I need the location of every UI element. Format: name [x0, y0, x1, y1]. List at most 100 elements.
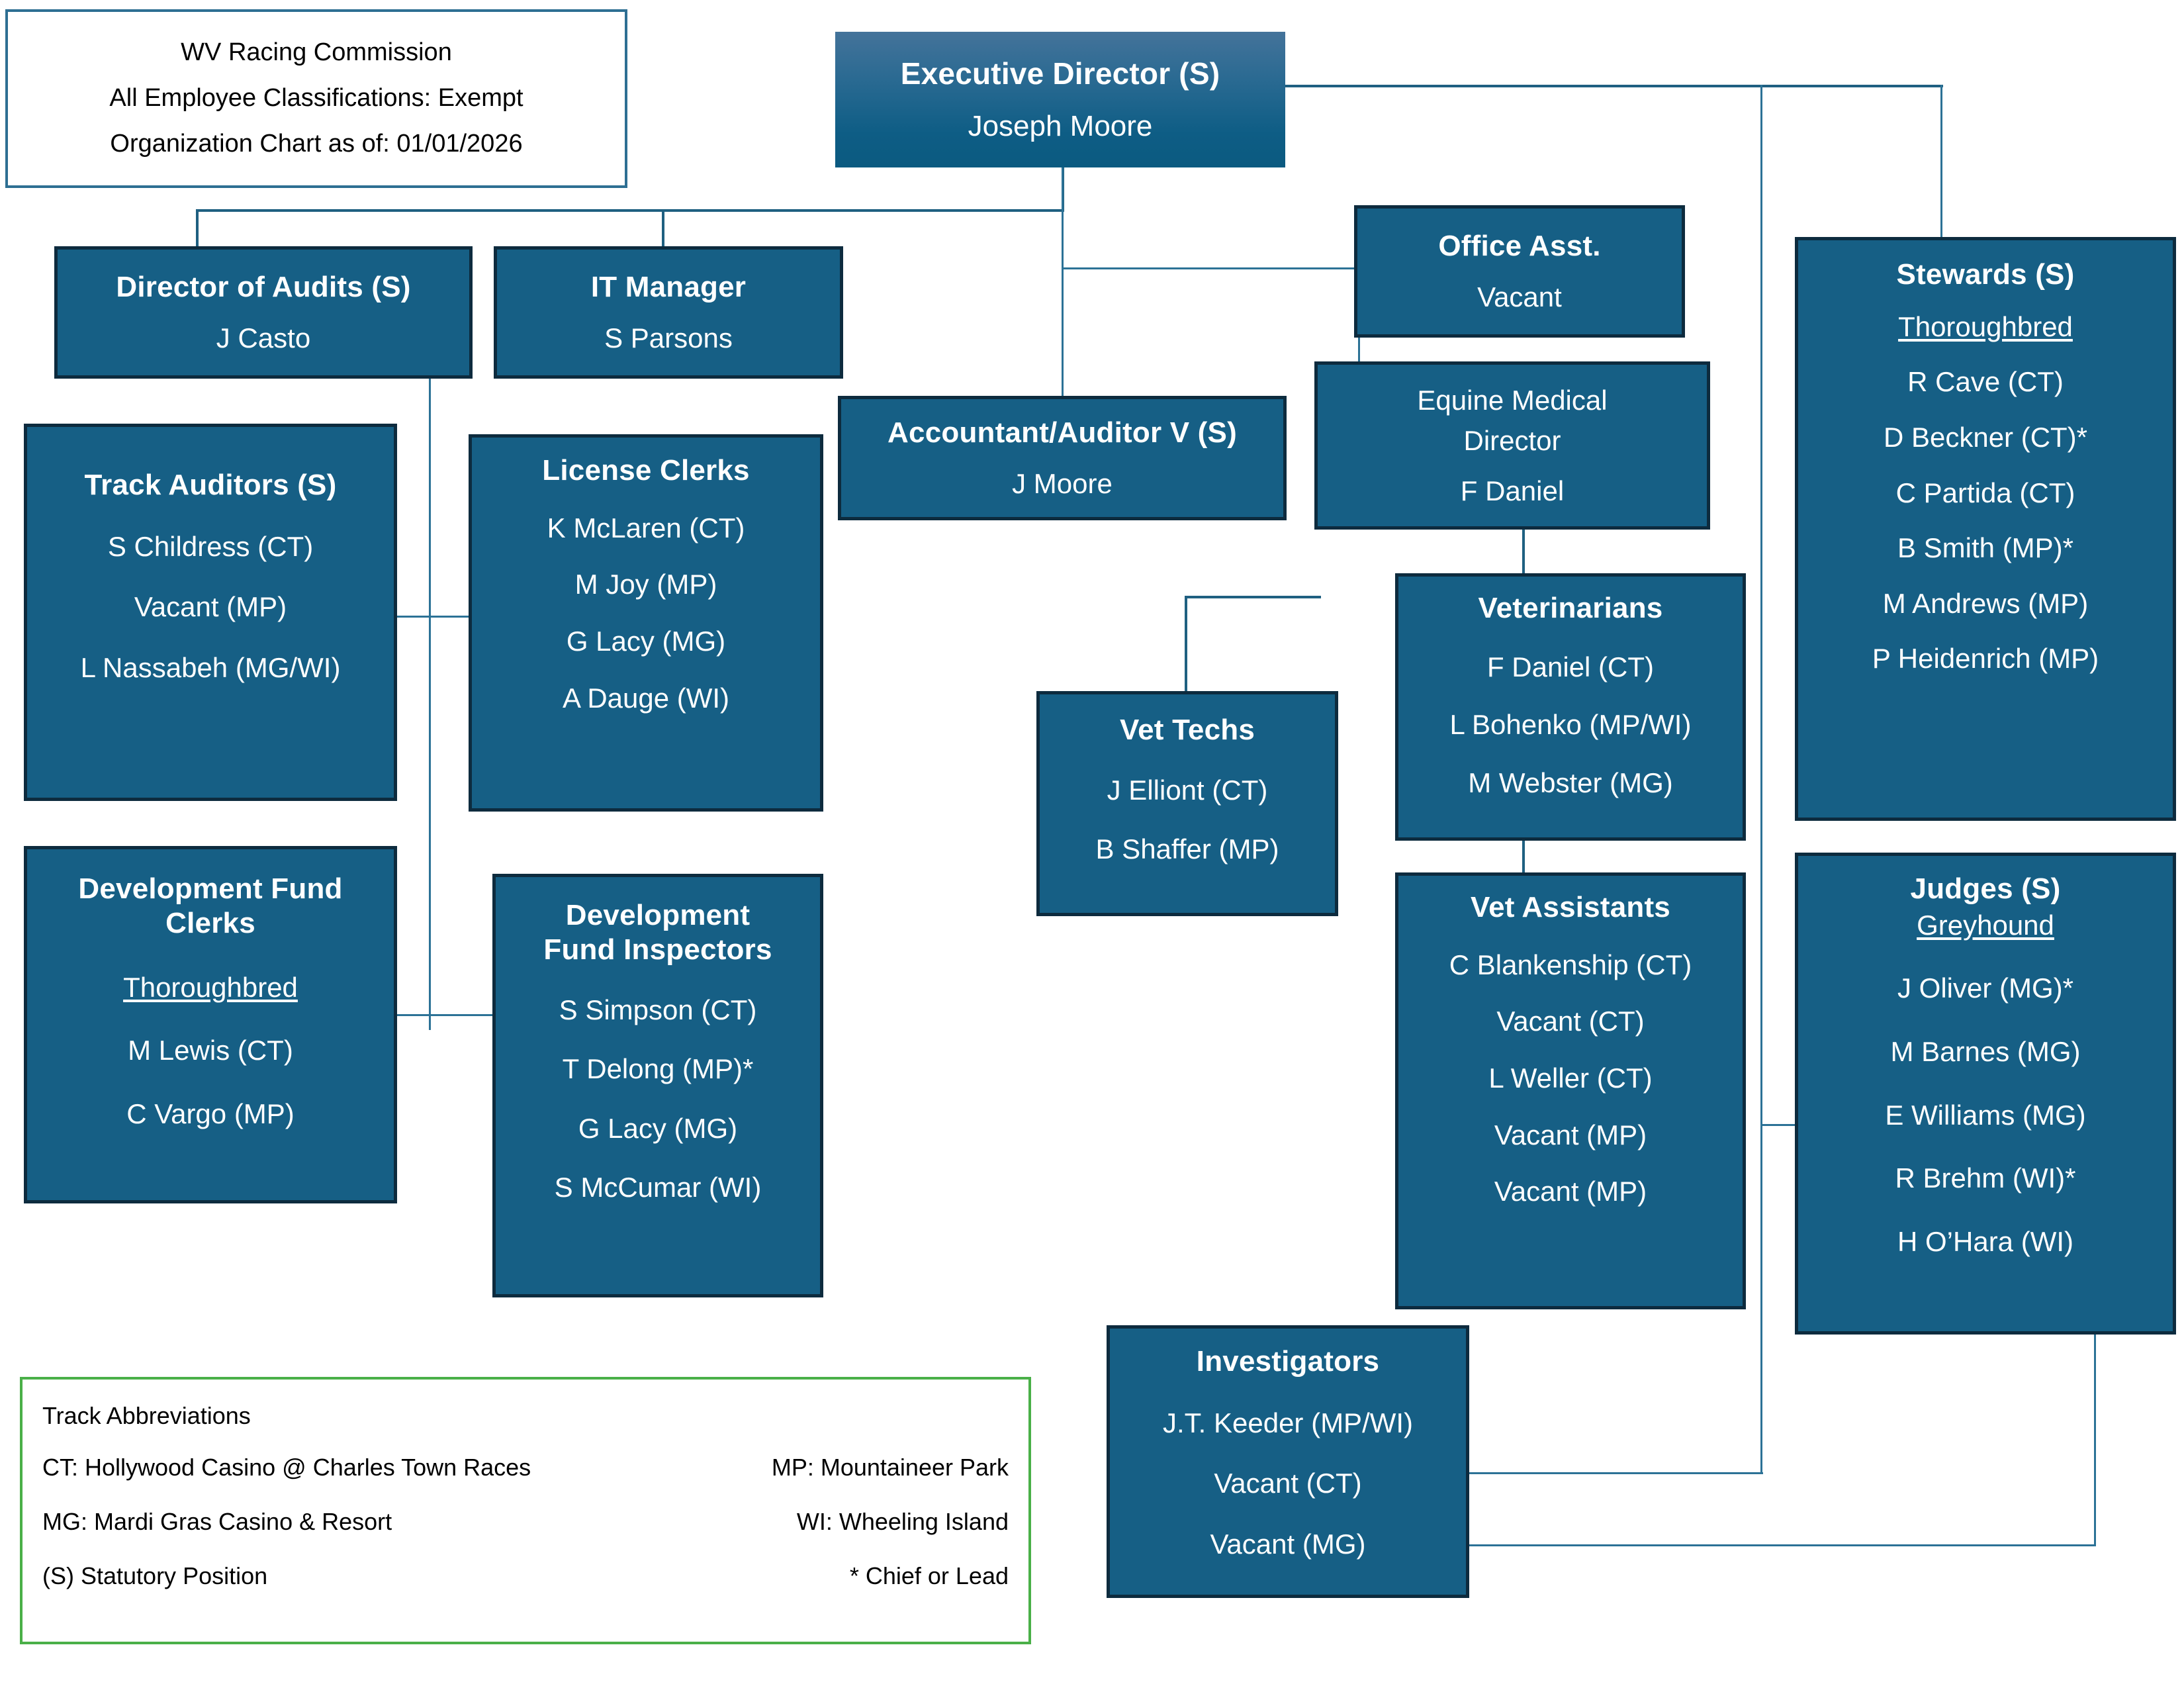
node-title: Stewards (S): [1896, 258, 2075, 291]
connector-officeasst-h: [1062, 267, 1361, 269]
connector-audits-to-trackauditors: [397, 616, 429, 618]
node-accountant-auditor[interactable]: Accountant/Auditor V (S) J Moore: [838, 396, 1287, 520]
node-person: R Cave (CT): [1907, 366, 2064, 398]
connector-ed-to-accountant: [1062, 165, 1064, 396]
node-development-fund-clerks[interactable]: Development Fund Clerks Thoroughbred M L…: [24, 846, 397, 1203]
connector-audits-to-devfundinspectors: [429, 1014, 495, 1016]
node-person: J Elliont (CT): [1107, 774, 1268, 806]
node-person: F Daniel (CT): [1486, 651, 1655, 682]
node-subhead: Thoroughbred: [123, 971, 298, 1003]
node-title: Veterinarians: [1478, 592, 1663, 624]
node-track-auditors[interactable]: Track Auditors (S) S Childress (CT) Vaca…: [24, 424, 397, 801]
node-person: J Oliver (MG)*: [1897, 972, 2073, 1004]
node-title: Vet Techs: [1120, 714, 1255, 746]
node-person: Vacant (CT): [1496, 1006, 1645, 1037]
node-person: F Daniel: [1460, 475, 1565, 506]
node-person: Vacant (CT): [1214, 1468, 1362, 1499]
node-equine-medical-director[interactable]: Equine Medical Director F Daniel: [1314, 361, 1710, 530]
legend-left-text: (S) Statutory Position: [42, 1562, 268, 1589]
node-person: Vacant (MP): [1494, 1176, 1647, 1207]
node-person: B Shaffer (MP): [1095, 833, 1279, 865]
node-title: Office Asst.: [1438, 230, 1601, 263]
node-office-asst[interactable]: Office Asst. Vacant: [1354, 205, 1685, 338]
node-executive-director[interactable]: Executive Director (S) Joseph Moore: [835, 32, 1285, 167]
node-veterinarians[interactable]: Veterinarians F Daniel (CT) L Bohenko (M…: [1395, 573, 1746, 841]
node-it-manager[interactable]: IT Manager S Parsons: [494, 246, 843, 379]
node-person: D Beckner (CT)*: [1883, 422, 2088, 453]
node-title-line-2: Director: [1463, 425, 1561, 457]
node-person: Vacant (MP): [1494, 1119, 1647, 1150]
node-person: M Joy (MP): [574, 569, 717, 600]
legend-right-text: * Chief or Lead: [849, 1562, 1009, 1589]
node-director-of-audits[interactable]: Director of Audits (S) J Casto: [54, 246, 473, 379]
node-person: C Vargo (MP): [126, 1098, 295, 1129]
node-person: K McLaren (CT): [547, 512, 745, 543]
node-title: Accountant/Auditor V (S): [887, 416, 1237, 449]
node-person: H O’Hara (WI): [1897, 1225, 2073, 1257]
node-person: G Lacy (MG): [566, 626, 726, 657]
node-title: Judges (S): [1910, 872, 2061, 905]
connector-vets-to-vettechs-h: [1185, 596, 1321, 598]
connector-to-judges: [1760, 1124, 1800, 1126]
connector-judges-bottom-h: [1467, 1544, 2095, 1546]
connector-to-stewards: [1940, 85, 1942, 238]
node-title-line-2: Fund Inspectors: [543, 933, 772, 966]
node-title-line-1: Equine Medical: [1417, 384, 1608, 416]
node-title: Track Auditors (S): [84, 469, 337, 501]
node-stewards[interactable]: Stewards (S) Thoroughbred R Cave (CT) D …: [1795, 237, 2176, 821]
title-card-line-1: WV Racing Commission: [181, 38, 452, 67]
node-person: L Bohenko (MP/WI): [1449, 709, 1692, 741]
connector-left-bus: [196, 209, 1064, 212]
node-investigators[interactable]: Investigators J.T. Keeder (MP/WI) Vacant…: [1107, 1325, 1469, 1598]
node-person: G Lacy (MG): [578, 1112, 738, 1144]
legend-row: (S) Statutory Position * Chief or Lead: [42, 1562, 1009, 1590]
node-title-line-2: Clerks: [165, 906, 255, 939]
connector-equine-to-vets: [1522, 530, 1525, 575]
connector-vets-to-vettechs-v: [1185, 596, 1187, 692]
connector-judges-bottom-v: [2094, 1333, 2096, 1546]
node-person: M Lewis (CT): [128, 1035, 293, 1066]
node-title: IT Manager: [590, 271, 747, 304]
connector-audits-spine: [429, 376, 431, 1030]
node-person: M Barnes (MG): [1890, 1036, 2081, 1067]
node-person: B Smith (MP)*: [1897, 532, 2074, 564]
node-person: L Nassabeh (MG/WI): [80, 652, 341, 683]
legend-row: CT: Hollywood Casino @ Charles Town Race…: [42, 1454, 1009, 1481]
node-subhead: Greyhound: [1917, 909, 2054, 941]
title-card: WV Racing Commission All Employee Classi…: [5, 9, 627, 188]
node-title: License Clerks: [542, 454, 750, 487]
connector-bus-to-it: [662, 209, 664, 249]
connector-audits-to-licenseclerks: [429, 616, 469, 618]
node-person: S Parsons: [604, 322, 733, 354]
node-judges[interactable]: Judges (S) Greyhound J Oliver (MG)* M Ba…: [1795, 853, 2176, 1335]
title-card-line-2: All Employee Classifications: Exempt: [109, 84, 523, 113]
node-person: T Delong (MP)*: [562, 1053, 754, 1085]
node-person: J Moore: [1012, 468, 1113, 500]
node-title: Investigators: [1196, 1345, 1380, 1378]
node-title-line-1: Development Fund: [78, 872, 343, 905]
node-person: Vacant (MG): [1210, 1528, 1366, 1560]
legend-heading: Track Abbreviations: [42, 1402, 251, 1429]
node-person: S Simpson (CT): [559, 994, 757, 1025]
connector-ed-right-bus: [1277, 85, 1943, 87]
connector-vets-to-vetassistants: [1522, 839, 1525, 874]
node-person: M Webster (MG): [1468, 767, 1673, 798]
node-person: A Dauge (WI): [562, 682, 730, 714]
legend-right-text: WI: Wheeling Island: [796, 1508, 1009, 1535]
node-vet-assistants[interactable]: Vet Assistants C Blankenship (CT) Vacant…: [1395, 872, 1746, 1309]
node-vet-techs[interactable]: Vet Techs J Elliont (CT) B Shaffer (MP): [1036, 691, 1338, 916]
node-title: Executive Director (S): [900, 56, 1220, 91]
legend-track-abbreviations: Track Abbreviations CT: Hollywood Casino…: [20, 1377, 1031, 1644]
title-card-line-3: Organization Chart as of: 01/01/2026: [110, 130, 523, 158]
legend-row: MG: Mardi Gras Casino & Resort WI: Wheel…: [42, 1508, 1009, 1536]
legend-right-text: MP: Mountaineer Park: [771, 1454, 1009, 1481]
legend-left-text: MG: Mardi Gras Casino & Resort: [42, 1508, 392, 1535]
node-license-clerks[interactable]: License Clerks K McLaren (CT) M Joy (MP)…: [469, 434, 823, 812]
node-person: E Williams (MG): [1885, 1099, 2086, 1131]
node-person: Joseph Moore: [968, 109, 1153, 142]
node-development-fund-inspectors[interactable]: Development Fund Inspectors S Simpson (C…: [492, 874, 823, 1297]
node-person: J Casto: [216, 322, 311, 354]
node-person: S McCumar (WI): [554, 1172, 762, 1203]
node-person: C Blankenship (CT): [1449, 949, 1692, 980]
